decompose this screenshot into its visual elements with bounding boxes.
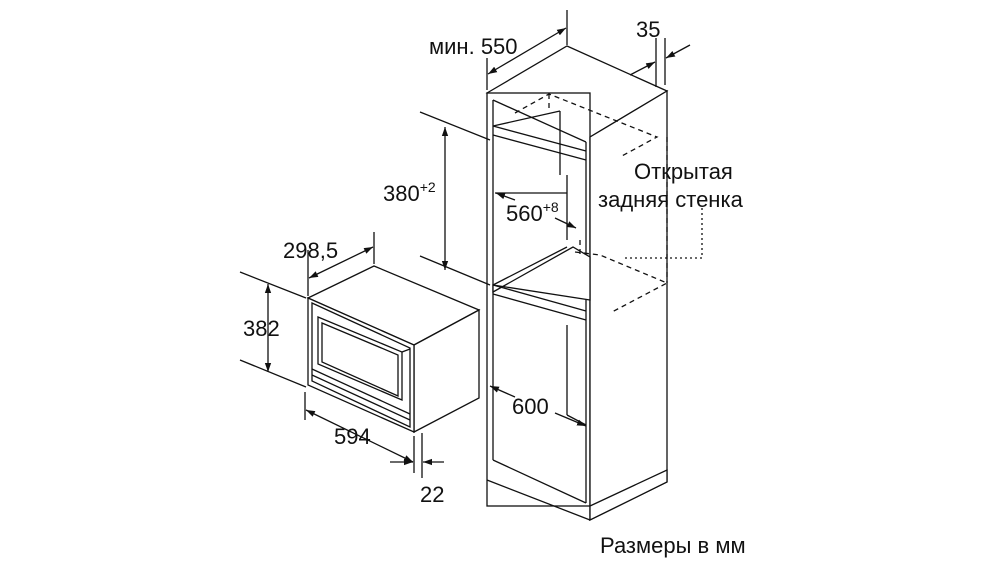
niche-width-tolerance: +8 [542,199,559,215]
niche-height-label: 380+2 [383,180,436,205]
gap-35-label: 35 [636,17,661,42]
open-back-wall-dashes [514,93,669,313]
appliance [306,265,481,434]
front-thickness-label: 22 [420,482,445,507]
dimension-lines [239,10,691,478]
units-caption: Размеры в мм [600,533,746,558]
open-back-wall-line1: Открытая [634,159,733,184]
cabinet [485,45,669,522]
min-depth-prefix: мин. [429,34,475,59]
appliance-depth-label: 298,5 [283,238,339,263]
annotation-leader [622,208,703,259]
cabinet-depth-label: 600 [512,394,549,419]
min-depth-label: мин. 550 [429,36,518,58]
appliance-height-label: 382 [243,316,280,341]
cabinet-front [486,92,591,507]
niche-width-label: 560+8 [506,200,559,225]
niche-height-value: 380 [383,181,420,206]
appliance-width-label: 594 [334,424,371,449]
appliance-door-window [317,316,403,401]
cabinet-side [589,89,668,522]
min-depth-value: 550 [480,34,518,59]
niche-width-value: 560 [506,201,543,226]
niche-height-tolerance: +2 [419,179,436,195]
open-back-wall-label: Открытая задняя стенка [598,158,743,214]
open-back-wall-line2: задняя стенка [598,187,743,212]
